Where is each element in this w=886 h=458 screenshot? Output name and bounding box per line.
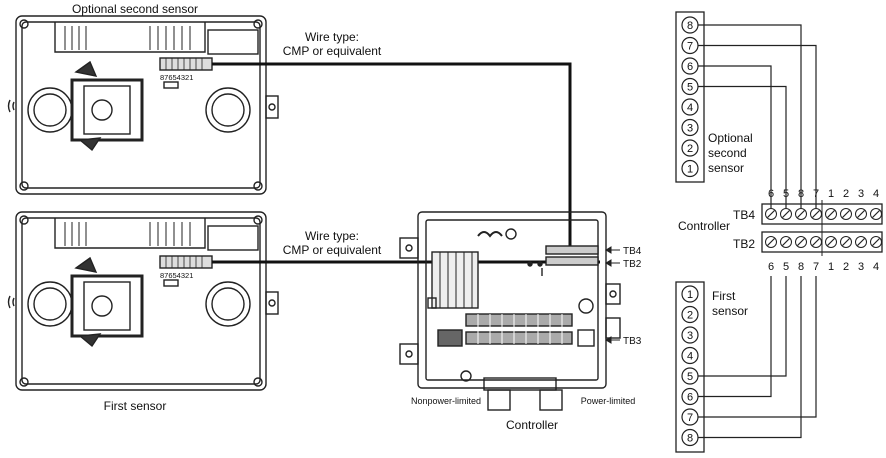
terminal-controller-label: Controller — [678, 219, 730, 233]
screw-slot — [782, 210, 790, 218]
top-sensor-terminal-circle — [681, 139, 699, 157]
wire-bottom-sensor-8 — [698, 276, 802, 439]
bottom-sensor-terminal-box — [675, 281, 705, 453]
screw-slot — [857, 238, 865, 246]
optional-second-sensor — [7, 15, 279, 195]
screw-slot — [782, 238, 790, 246]
bottom-sensor-terminal-circle — [681, 285, 699, 303]
screw-slot — [767, 210, 775, 218]
screw-slot — [827, 210, 835, 218]
top-sensor-terminal-number: 4 — [687, 102, 693, 114]
tb2-terminal-number: 4 — [873, 261, 879, 273]
tb2-terminal-number: 7 — [813, 261, 819, 273]
first-sensor-caption: First sensor — [104, 399, 167, 413]
wire-bottom-sensor-7 — [698, 276, 817, 418]
screw-slot — [827, 238, 835, 246]
screw-slot — [857, 210, 865, 218]
terminal-tb4-label: TB4 — [733, 208, 755, 222]
bottom-sensor-terminal-circle — [681, 326, 699, 344]
optional-sensor-label-line2: second — [708, 146, 747, 160]
screw-slot — [812, 210, 820, 218]
screw-slot — [872, 210, 880, 218]
bottom-sensor-terminal-number: 4 — [687, 351, 693, 363]
tb4-terminal-number: 3 — [858, 188, 864, 200]
controller-pointer-arrows — [605, 246, 620, 344]
terminal-wires — [698, 24, 817, 439]
optional-sensor-label-line1: Optional — [708, 131, 753, 145]
first-sensor — [7, 211, 279, 391]
screw-slot — [797, 238, 805, 246]
top-sensor-terminal-circle — [681, 118, 699, 137]
screw-slot — [797, 210, 805, 218]
controller-terminal-screws — [765, 208, 882, 248]
top-sensor-terminal-number: 2 — [687, 143, 693, 155]
tb2-terminal-number: 2 — [843, 261, 849, 273]
wire-bottom-sensor-5 — [698, 276, 787, 377]
tb4-terminal-number: 2 — [843, 188, 849, 200]
tb2-terminal-number: 6 — [768, 261, 774, 273]
bottom-sensor-terminal-number: 3 — [687, 330, 693, 342]
screw-slot — [767, 238, 775, 246]
tb2-terminal-number: 8 — [798, 261, 804, 273]
cable-top-sensor — [212, 62, 572, 250]
tb4-terminal-number: 1 — [828, 188, 834, 200]
bottom-sensor-terminal-number: 7 — [687, 412, 693, 424]
bottom-sensor-terminals: 1 2 3 4 5 6 7 8 — [681, 285, 699, 447]
screw-slot — [842, 210, 850, 218]
wire-top-sensor-6 — [698, 65, 772, 208]
tb2-terminal-number: 1 — [828, 261, 834, 273]
wire-bottom-sensor-6 — [698, 276, 772, 398]
sensor-terminal-digits-top: 87654321 — [160, 73, 193, 82]
first-sensor-label-line2: sensor — [712, 304, 748, 318]
bottom-sensor-terminal-number: 2 — [687, 310, 693, 322]
bottom-sensor-terminal-circle — [681, 305, 699, 324]
wire-type-bottom-line1: Wire type: — [305, 229, 359, 243]
wire-top-sensor-8 — [698, 24, 802, 208]
optional-sensor-label-line3: sensor — [708, 161, 744, 175]
sensor-cables — [212, 62, 600, 264]
controller-caption: Controller — [506, 418, 558, 432]
first-sensor-label-line1: First — [712, 289, 736, 303]
top-sensor-terminal-number: 5 — [687, 82, 693, 94]
controller-nonpower-limited-label: Nonpower-limited — [411, 396, 481, 406]
wire-top-sensor-7 — [698, 44, 817, 208]
optional-second-sensor-caption: Optional second sensor — [72, 2, 198, 16]
wire-top-sensor-5 — [698, 85, 787, 208]
tb2-terminal-number: 3 — [858, 261, 864, 273]
top-sensor-terminal-circle — [681, 159, 699, 178]
screw-slot — [872, 238, 880, 246]
controller-power-limited-label: Power-limited — [581, 396, 636, 406]
controller-tb2-label: TB2 — [623, 259, 642, 270]
top-sensor-terminal-number: 6 — [687, 61, 693, 73]
controller-tb4-label: TB4 — [623, 246, 642, 257]
bottom-sensor-terminal-number: 5 — [687, 371, 693, 383]
wire-type-top-line1: Wire type: — [305, 30, 359, 44]
wire-type-top-line2: CMP or equivalent — [283, 44, 382, 58]
tb4-terminal-number: 4 — [873, 188, 879, 200]
top-sensor-terminal-number: 8 — [687, 20, 693, 32]
sensor-terminal-digits-bottom: 87654321 — [160, 271, 193, 280]
top-sensor-terminals: 8 7 6 5 4 3 2 1 — [681, 16, 699, 178]
top-sensor-terminal-number: 1 — [687, 164, 693, 176]
bottom-sensor-terminal-circle — [681, 346, 699, 365]
screw-slot — [812, 238, 820, 246]
terminal-tb2-label: TB2 — [733, 237, 755, 251]
controller-tb3-label: TB3 — [623, 336, 642, 347]
tb2-terminal-number: 5 — [783, 261, 789, 273]
bottom-sensor-terminal-number: 8 — [687, 433, 693, 445]
top-sensor-terminal-circle — [681, 98, 699, 116]
bottom-sensor-terminal-number: 1 — [687, 289, 693, 301]
bottom-sensor-terminal-number: 6 — [687, 392, 693, 404]
controller-enclosure — [399, 211, 621, 411]
controller-terminal-strips — [761, 200, 883, 256]
screw-slot — [842, 238, 850, 246]
top-sensor-terminal-number: 7 — [687, 41, 693, 53]
wire-type-bottom-line2: CMP or equivalent — [283, 243, 382, 257]
top-sensor-terminal-number: 3 — [687, 123, 693, 135]
top-sensor-terminal-box — [675, 11, 705, 183]
